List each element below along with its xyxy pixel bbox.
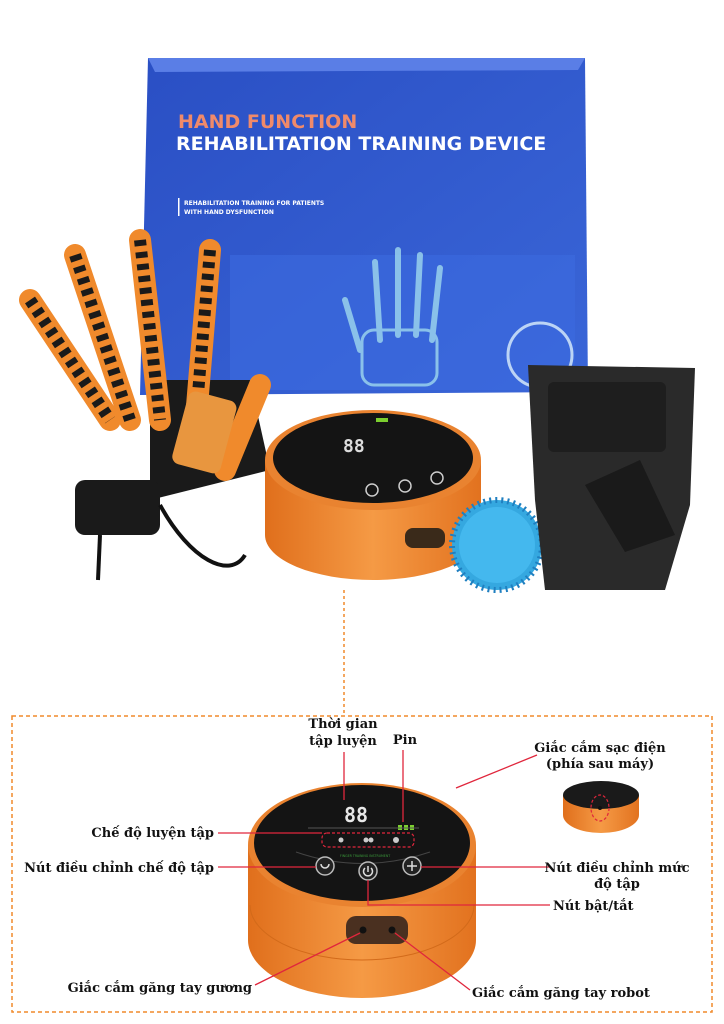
label-robot-glove-port: Giắc cắm găng tay robot [472,985,650,1001]
training-mode-indicators [321,832,415,848]
power-button[interactable] [358,861,378,881]
label-mode-adjust: Nút điều chỉnh chế độ tập [24,860,214,876]
display-digits: 88 [344,803,368,827]
massage-ball [449,497,545,593]
box-title-line2: REHABILITATION TRAINING DEVICE [176,133,546,155]
level-adjust-button[interactable] [402,856,422,876]
label-level-adjust-2: độ tập [594,877,640,892]
panel-text: FINGER TRAINING INSTRUMENT [340,854,390,858]
label-charging-port-2: (phía sau máy) [546,757,654,772]
label-mirror-glove-port: Giắc cắm găng tay gương [68,980,252,996]
charging-port[interactable] [598,806,602,810]
box-title-line1: HAND FUNCTION [178,111,357,133]
detail-frame [11,715,713,1013]
mirror-glove-port[interactable] [359,926,367,934]
box-subtitle-line2: WITH HAND DYSFUNCTION [184,209,274,216]
mode-adjust-button[interactable] [315,856,335,876]
product-box: HAND FUNCTION REHABILITATION TRAINING DE… [140,58,588,395]
robot-glove-port[interactable] [388,926,396,934]
photo-display: 88 [343,436,365,457]
controller-back-view [563,781,639,833]
controller-photo: 88 [265,410,481,580]
hand-illustration [342,247,443,387]
controller-detail: 88 FINGER TRAINING INSTRUMENT [248,783,476,998]
robot-glove [19,229,271,581]
label-training-time: Thời gian [308,717,378,732]
label-charging-port: Giắc cắm sạc điện [534,740,666,756]
label-battery: Pin [393,733,418,748]
fingerless-glove [528,365,695,590]
glove-ports [346,916,408,944]
label-level-adjust: Nút điều chỉnh mức [545,860,690,876]
label-power-button: Nút bật/tắt [553,898,634,914]
box-subtitle-line1: REHABILITATION TRAINING FOR PATIENTS [184,200,324,207]
label-training-time-2: tập luyện [309,734,377,749]
leader-lines [218,750,550,991]
label-training-mode: Chế độ luyện tập [91,825,214,841]
